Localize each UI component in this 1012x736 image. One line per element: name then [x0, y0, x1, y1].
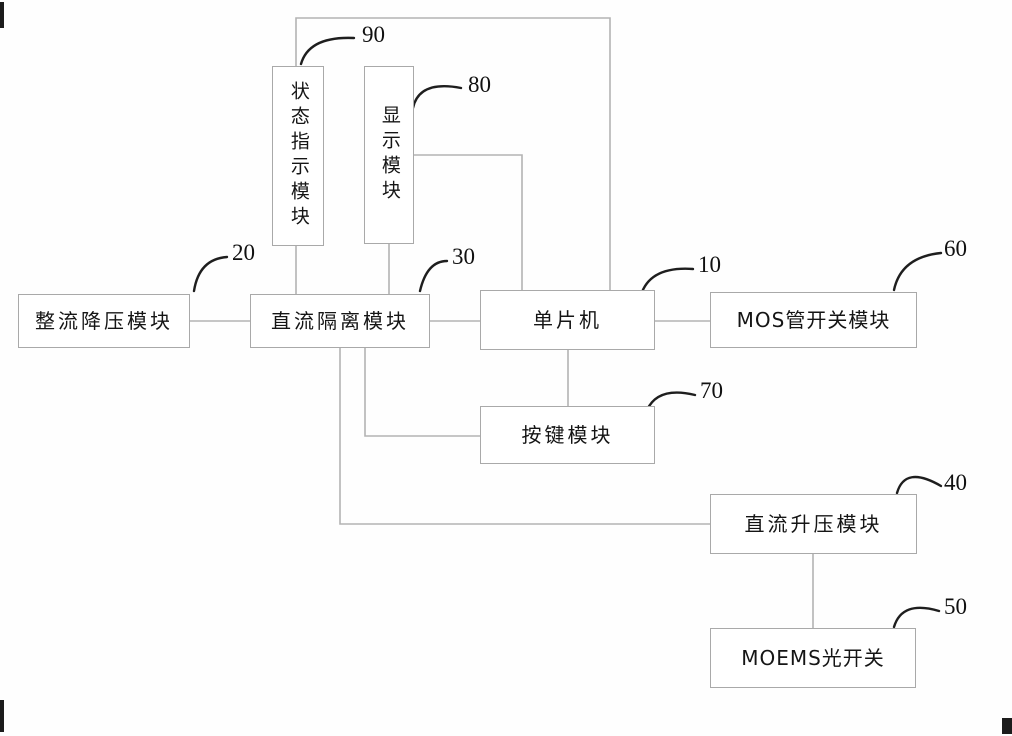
block-dc-boost-module: 直流升压模块 [710, 494, 917, 554]
connector [295, 17, 611, 290]
leader-line-40 [895, 475, 943, 495]
block-label: 单片机 [533, 307, 602, 332]
connector [364, 348, 480, 437]
block-label: 直流升压模块 [744, 511, 883, 536]
ref-number-dc-isolation: 30 [452, 244, 475, 269]
block-label: 状态指示模块 [287, 81, 310, 231]
ref-number-status-indicator: 90 [362, 22, 385, 47]
leader-line-20 [192, 255, 229, 293]
ref-number-mos-switch: 60 [944, 236, 967, 261]
connector [414, 154, 523, 290]
leader-line-80 [411, 85, 463, 110]
block-label: 显示模块 [378, 105, 401, 205]
block-label: MOEMS光开关 [741, 645, 885, 670]
block-rectifier-buck-module: 整流降压模块 [18, 294, 190, 348]
leader-line-30 [418, 259, 449, 293]
leader-line-10 [639, 267, 695, 297]
block-key-module: 按键模块 [480, 406, 655, 464]
ref-number-rectifier-buck: 20 [232, 240, 255, 265]
block-mcu: 单片机 [480, 290, 655, 350]
ref-number-dc-boost: 40 [944, 470, 967, 495]
leader-line-90 [299, 36, 356, 66]
block-status-indicator-module: 状态指示模块 [272, 66, 324, 246]
block-label: MOS管开关模块 [736, 307, 891, 332]
scan-artifact [0, 2, 4, 28]
ref-number-mcu: 10 [698, 252, 721, 277]
connector [339, 348, 710, 525]
block-moems-optical-switch: MOEMS光开关 [710, 628, 916, 688]
ref-number-display: 80 [468, 72, 491, 97]
ref-number-moems: 50 [944, 594, 967, 619]
ref-number-key-module: 70 [700, 378, 723, 403]
leader-line-60 [892, 251, 943, 292]
leader-line-50 [892, 606, 941, 629]
scan-artifact [1002, 718, 1012, 734]
block-label: 直流隔离模块 [271, 308, 409, 333]
block-label: 按键模块 [521, 422, 614, 447]
block-mos-switch-module: MOS管开关模块 [710, 292, 917, 348]
scan-artifact [0, 700, 4, 732]
block-label: 整流降压模块 [35, 308, 173, 333]
block-dc-isolation-module: 直流隔离模块 [250, 294, 430, 348]
block-display-module: 显示模块 [364, 66, 414, 244]
